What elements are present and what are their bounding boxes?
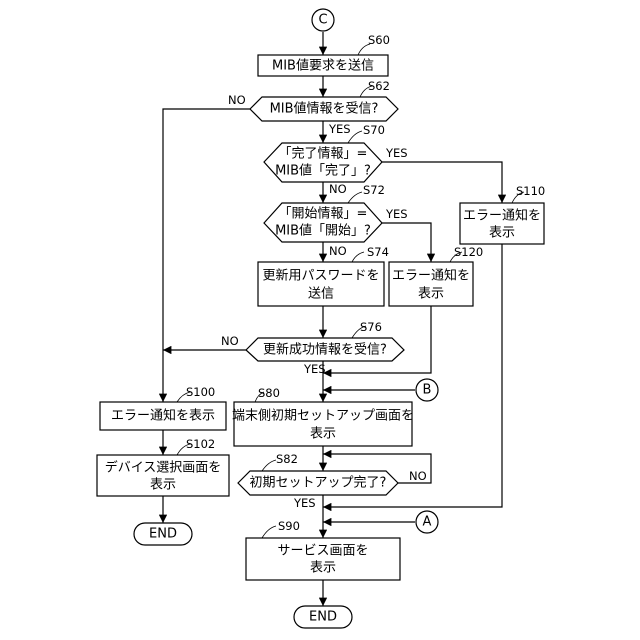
terminal-end-bottom-label: END: [309, 610, 337, 625]
decision-s72-label-line2: MIB値「開始」?: [275, 223, 371, 239]
process-s74: 更新用パスワードを 送信: [258, 262, 384, 306]
connector-a: A: [416, 511, 438, 533]
step-s60: S60: [368, 33, 390, 47]
branch-s82-yes: YES: [293, 496, 316, 510]
decision-s70-label-line2: MIB値「完了」?: [275, 163, 371, 179]
step-s82-leader: [262, 460, 276, 471]
process-s120: エラー通知を 表示: [389, 262, 473, 306]
step-s74-leader: [352, 252, 364, 262]
process-s120-label-line1: エラー通知を: [392, 268, 470, 284]
process-s90: サービス画面を 表示: [246, 538, 400, 580]
edge-s70-yes: [382, 162, 502, 203]
decision-s82: 初期セットアップ完了?: [238, 471, 398, 495]
process-s74-label-line1: 更新用パスワードを: [262, 268, 379, 284]
decision-s76-label: 更新成功情報を受信?: [263, 342, 387, 358]
step-s76: S76: [360, 320, 382, 334]
decision-s62: MIB値情報を受信?: [250, 97, 398, 121]
process-s102-label-line1: デバイス選択画面を: [105, 460, 222, 476]
step-s72-leader: [348, 192, 362, 203]
decision-s62-label: MIB値情報を受信?: [270, 101, 379, 117]
step-s90-leader: [262, 526, 276, 538]
branch-s70-yes: YES: [385, 146, 408, 160]
process-s120-label-line2: 表示: [418, 287, 444, 302]
terminal-end-left: END: [134, 523, 192, 545]
step-s102: S102: [186, 437, 215, 451]
branch-s62-yes: YES: [328, 122, 351, 136]
edge-s62-no: [163, 109, 250, 402]
connector-c-label: C: [318, 13, 327, 28]
branch-s76-yes: YES: [303, 362, 326, 376]
branch-s72-no: NO: [329, 244, 347, 258]
process-s90-label-line2: 表示: [310, 561, 336, 576]
process-s60-label: MIB値要求を送信: [272, 58, 374, 74]
edge-s72-yes: [382, 223, 431, 262]
process-s110-label-line2: 表示: [489, 226, 515, 241]
decision-s72-label-line1: 「開始情報」=: [279, 207, 368, 222]
connector-b-label: B: [423, 383, 432, 398]
step-s62: S62: [368, 79, 390, 93]
step-s100: S100: [186, 385, 215, 399]
process-s110: エラー通知を 表示: [460, 203, 544, 244]
connector-c: C: [312, 9, 334, 31]
process-s110-label-line1: エラー通知を: [463, 208, 541, 224]
step-s74: S74: [367, 245, 389, 259]
step-s80: S80: [258, 386, 280, 400]
connector-a-label: A: [423, 515, 432, 530]
step-s120: S120: [454, 245, 483, 259]
decision-s70: 「完了情報」= MIB値「完了」?: [264, 143, 382, 182]
connector-b: B: [416, 379, 438, 401]
process-s90-label-line1: サービス画面を: [277, 544, 368, 559]
process-s60: MIB値要求を送信: [258, 55, 388, 76]
branch-s82-no: NO: [409, 469, 427, 483]
process-s80: 端末側初期セットアップ画面を 表示: [232, 402, 414, 446]
process-s74-label-line2: 送信: [308, 287, 334, 302]
step-s72: S72: [363, 183, 385, 197]
terminal-end-left-label: END: [149, 527, 177, 542]
step-s82: S82: [276, 452, 298, 466]
branch-s76-no: NO: [221, 334, 239, 348]
process-s80-label-line1: 端末側初期セットアップ画面を: [232, 409, 414, 424]
decision-s72: 「開始情報」= MIB値「開始」?: [264, 203, 382, 242]
decision-s82-label: 初期セットアップ完了?: [250, 476, 387, 491]
step-s90: S90: [278, 519, 300, 533]
process-s102-label-line2: 表示: [150, 478, 176, 493]
decision-s70-label-line1: 「完了情報」=: [279, 147, 368, 162]
branch-s62-no: NO: [228, 93, 246, 107]
process-s80-label-line2: 表示: [310, 427, 336, 442]
step-s110: S110: [516, 184, 545, 198]
terminal-end-bottom: END: [294, 606, 352, 628]
process-s100: エラー通知を表示: [100, 402, 226, 430]
process-s100-label: エラー通知を表示: [111, 408, 215, 424]
step-s70: S70: [363, 123, 385, 137]
process-s102: デバイス選択画面を 表示: [97, 455, 229, 496]
branch-s70-no: NO: [329, 182, 347, 196]
branch-s72-yes: YES: [385, 207, 408, 221]
decision-s76: 更新成功情報を受信?: [246, 338, 404, 361]
